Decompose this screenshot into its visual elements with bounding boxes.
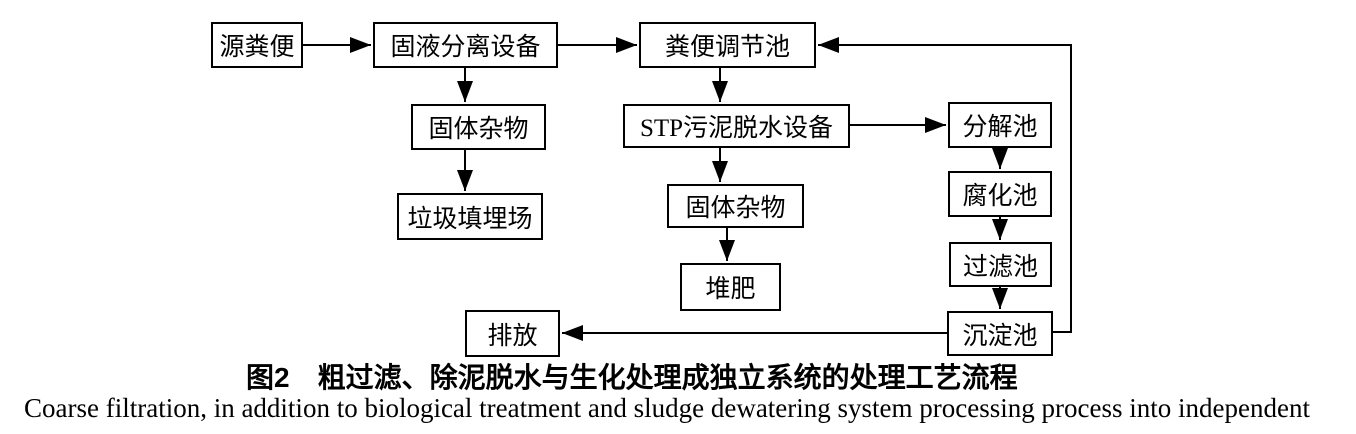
node-compost: 堆肥 xyxy=(680,263,781,311)
node-feces-regulating-tank: 粪便调节池 xyxy=(639,22,816,68)
figure-caption-cn: 图2 粗过滤、除泥脱水与生化处理成独立系统的处理工艺流程 xyxy=(246,362,1018,393)
node-source-feces: 源粪便 xyxy=(211,22,303,68)
node-decomposition-tank: 分解池 xyxy=(948,102,1052,148)
node-solid-debris-1: 固体杂物 xyxy=(411,104,546,150)
arrow-sedimentation-to-regulating-feedback xyxy=(818,37,1072,333)
node-landfill: 垃圾填埋场 xyxy=(397,193,543,240)
figure-caption-en: Coarse filtration, in addition to biolog… xyxy=(24,393,1310,423)
node-stp-sludge-dewatering: STP污泥脱水设备 xyxy=(623,104,850,148)
node-sedimentation-tank: 沉淀池 xyxy=(947,311,1053,356)
node-discharge: 排放 xyxy=(465,310,560,357)
node-solid-debris-2: 固体杂物 xyxy=(667,184,804,228)
node-filter-tank: 过滤池 xyxy=(949,242,1052,287)
node-septic-tank: 腐化池 xyxy=(948,171,1052,217)
node-solid-liquid-separator: 固液分离设备 xyxy=(373,22,558,68)
